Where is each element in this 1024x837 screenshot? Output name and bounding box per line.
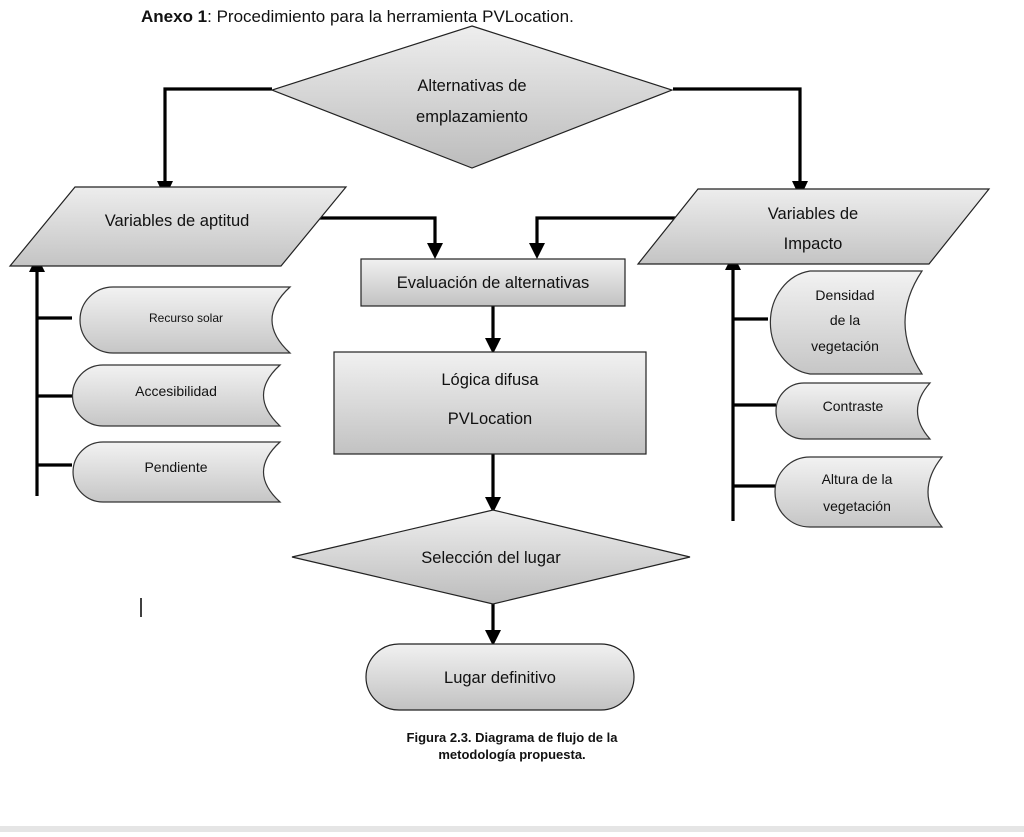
- arrowhead: [485, 338, 501, 354]
- connectors: [29, 87, 808, 646]
- pendiente-label: Pendiente: [144, 459, 207, 475]
- decision-seleccion-lugar: Selección del lugar: [291, 509, 691, 605]
- connector-impacto-to-evaluacion: [535, 216, 680, 245]
- evaluacion-label: Evaluación de alternativas: [397, 274, 590, 292]
- process-evaluacion-alternativas: Evaluación de alternativas: [360, 258, 626, 307]
- stored-data-recurso-solar: Recurso solar: [79, 286, 292, 354]
- lugar-label: Lugar definitivo: [444, 669, 556, 687]
- decision-alternativas-emplazamiento: Alternativas de emplazamiento: [270, 25, 674, 169]
- stored-data-accesibilidad: Accesibilidad: [71, 364, 282, 427]
- recurso-solar-label: Recurso solar: [149, 311, 223, 325]
- contraste-label: Contraste: [823, 398, 884, 414]
- heading-bold: Anexo 1: [141, 7, 207, 26]
- logica-line1: Lógica difusa: [441, 371, 539, 389]
- stored-data-altura-vegetacion: Altura de la vegetación: [774, 456, 944, 528]
- impacto-variables: Densidad de la vegetación Contraste Altu…: [769, 270, 944, 528]
- figure-caption-line2: metodología propuesta.: [438, 747, 585, 762]
- connector-alternativas-to-impacto: [673, 87, 802, 183]
- alternativas-line1: Alternativas de: [417, 77, 526, 95]
- seleccion-label: Selección del lugar: [421, 549, 561, 567]
- densidad-line2: de la: [830, 312, 861, 328]
- altura-line1: Altura de la: [822, 471, 893, 487]
- terminator-lugar-definitivo: Lugar definitivo: [365, 643, 635, 711]
- stored-data-densidad-vegetacion: Densidad de la vegetación: [769, 270, 924, 375]
- connector-alternativas-to-aptitud: [163, 87, 272, 183]
- accesibilidad-label: Accesibilidad: [135, 383, 217, 399]
- arrowhead: [485, 630, 501, 646]
- process-logica-difusa: Lógica difusa PVLocation: [333, 351, 647, 455]
- heading-rest: : Procedimiento para la herramienta PVLo…: [207, 7, 574, 26]
- aptitud-variables: Recurso solar Accesibilidad Pendiente: [71, 286, 292, 503]
- connector-aptitud-to-evaluacion: [316, 216, 437, 245]
- data-variables-impacto: Variables de Impacto: [636, 188, 991, 265]
- impacto-line1: Variables de: [768, 205, 859, 223]
- arrowhead: [485, 497, 501, 513]
- densidad-line1: Densidad: [815, 287, 874, 303]
- stored-data-contraste: Contraste: [775, 382, 932, 440]
- figure-caption-line1: Figura 2.3. Diagrama de flujo de la: [407, 730, 619, 745]
- page-bottom-border: [0, 826, 1024, 832]
- arrowhead: [427, 243, 443, 259]
- data-variables-aptitud: Variables de aptitud: [8, 186, 348, 267]
- impacto-line2: Impacto: [784, 235, 843, 253]
- stored-data-pendiente: Pendiente: [72, 441, 282, 503]
- altura-line2: vegetación: [823, 498, 891, 514]
- logica-line2: PVLocation: [448, 410, 532, 428]
- densidad-line3: vegetación: [811, 338, 879, 354]
- alternativas-line2: emplazamiento: [416, 108, 528, 126]
- aptitud-label: Variables de aptitud: [105, 212, 250, 230]
- page-heading: Anexo 1: Procedimiento para la herramien…: [141, 7, 574, 26]
- arrowhead: [529, 243, 545, 259]
